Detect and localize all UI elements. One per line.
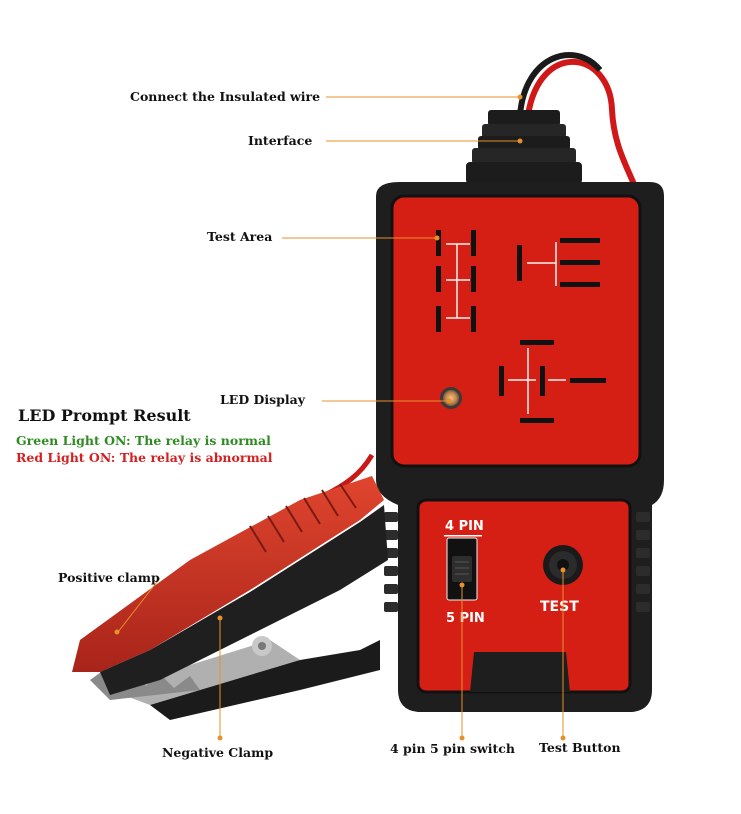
led-indicator bbox=[440, 387, 462, 409]
pin-switch-toggle[interactable] bbox=[452, 556, 472, 582]
leader-dots bbox=[114, 94, 566, 741]
callout-negative-clamp: Negative Clamp bbox=[162, 745, 274, 760]
led-prompt-green: Green Light ON: The relay is normal bbox=[16, 433, 271, 448]
bottom-notch bbox=[470, 652, 570, 692]
callout-interface: Interface bbox=[248, 133, 313, 148]
callout-test-area: Test Area bbox=[207, 229, 273, 244]
callout-test-button: Test Button bbox=[539, 740, 621, 755]
callout-connect-wire: Connect the Insulated wire bbox=[130, 89, 321, 104]
pin4-underline bbox=[444, 535, 482, 537]
interface-connector bbox=[466, 110, 582, 184]
pin4-label: 4 PIN bbox=[445, 519, 484, 534]
test-label: TEST bbox=[540, 599, 579, 615]
leader-lines bbox=[117, 96, 564, 738]
relay-socket-left bbox=[436, 230, 476, 332]
red-wire bbox=[525, 58, 643, 201]
led-prompt-title: LED Prompt Result bbox=[18, 406, 191, 425]
alligator-clamp bbox=[72, 476, 388, 720]
pin5-label: 5 PIN bbox=[446, 611, 485, 626]
test-button[interactable] bbox=[543, 545, 583, 585]
callout-pin-switch: 4 pin 5 pin switch bbox=[390, 741, 515, 756]
relay-socket-bottom bbox=[499, 340, 606, 423]
callout-led-display: LED Display bbox=[220, 392, 305, 407]
relay-socket-right bbox=[517, 238, 600, 287]
test-area-panel bbox=[390, 194, 642, 468]
led-prompt-red: Red Light ON: The relay is abnormal bbox=[16, 450, 273, 465]
black-wire bbox=[517, 52, 603, 116]
callout-positive-clamp: Positive clamp bbox=[58, 570, 160, 585]
